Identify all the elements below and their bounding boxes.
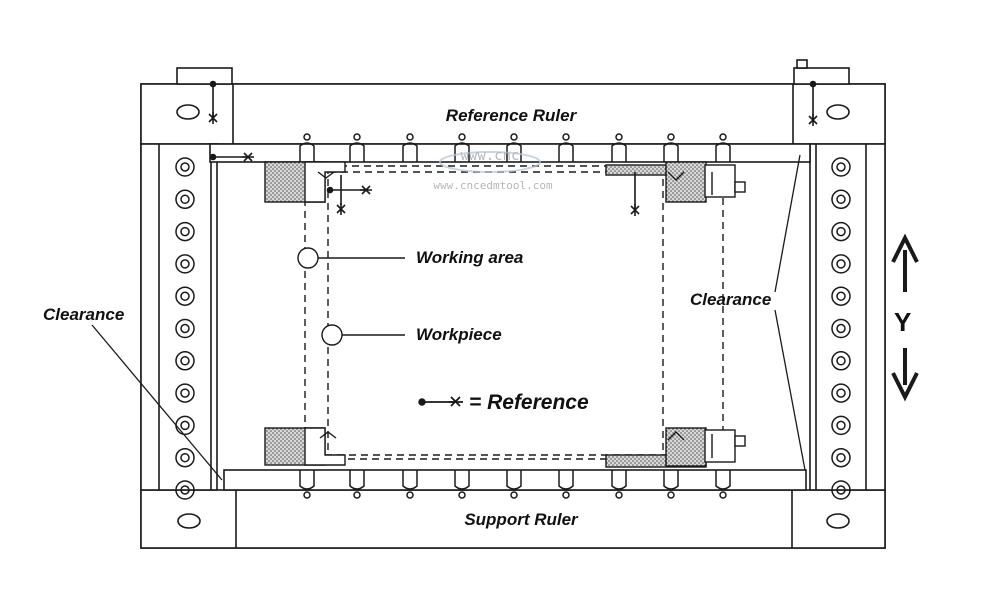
clamp-bottom-left xyxy=(264,427,346,466)
rail-hole xyxy=(175,447,195,468)
ruler-hook xyxy=(299,133,315,162)
watermark-logo: www.cnc xyxy=(460,148,519,164)
right-rail-holes xyxy=(831,157,851,500)
reference-marker-left-side xyxy=(209,152,254,162)
rail-hole xyxy=(831,415,851,436)
top-hooks xyxy=(299,133,731,162)
ruler-hook xyxy=(715,133,731,162)
reference-ruler-label: Reference Ruler xyxy=(446,106,578,125)
ruler-hook xyxy=(663,470,679,499)
ruler-hook xyxy=(402,470,418,499)
working-area-pointer xyxy=(297,247,319,269)
clearance-right-leader-top xyxy=(774,154,801,293)
ruler-hook xyxy=(506,133,522,162)
watermark-url: www.cncedmtool.com xyxy=(433,179,553,192)
clearance-left-leader xyxy=(91,324,223,481)
rail-hole xyxy=(831,480,851,500)
rail-hole xyxy=(175,221,195,242)
rail-hole xyxy=(831,157,851,177)
rail-hole xyxy=(831,318,851,339)
working-area-label: Working area xyxy=(416,248,523,267)
rail-hole xyxy=(831,351,851,371)
ruler-hook xyxy=(506,470,522,499)
rail-hole xyxy=(175,286,195,306)
reference-legend-symbol xyxy=(418,396,463,407)
support-ruler xyxy=(140,489,886,549)
reference-legend-label: = Reference xyxy=(469,391,589,414)
workpiece-pointer xyxy=(321,324,343,346)
ruler-hook xyxy=(402,133,418,162)
ruler-hook xyxy=(611,133,627,162)
ruler-hook xyxy=(349,133,365,162)
ruler-hook xyxy=(454,133,470,162)
workpiece-outline xyxy=(327,165,664,460)
rail-hole xyxy=(831,383,851,403)
reference-marker-top-left xyxy=(208,80,218,124)
ruler-hook xyxy=(349,470,365,499)
left-rail-holes xyxy=(175,157,195,500)
rail-hole xyxy=(831,221,851,242)
ruler-hook xyxy=(715,470,731,499)
reference-marker-workpiece-corner xyxy=(326,175,372,215)
rail-hole xyxy=(175,318,195,339)
ruler-hook xyxy=(558,133,574,162)
left-rail xyxy=(140,143,218,491)
y-axis-label: Y xyxy=(894,307,911,337)
clearance-right-label: Clearance xyxy=(690,290,771,309)
ruler-hook xyxy=(663,133,679,162)
working-area-outline xyxy=(304,171,724,456)
clamp-top-left xyxy=(264,161,346,203)
support-ruler-label: Support Ruler xyxy=(464,510,579,529)
watermark: www.cnc www.cncedmtool.com xyxy=(433,148,553,192)
y-axis-arrow xyxy=(891,233,919,402)
rail-hole xyxy=(175,480,195,500)
reference-marker-top-right xyxy=(808,80,818,126)
clearance-left-label: Clearance xyxy=(43,305,124,324)
ruler-hook xyxy=(299,470,315,499)
rail-hole xyxy=(831,254,851,274)
bottom-hooks xyxy=(299,470,731,499)
clamp-top-right xyxy=(605,161,746,203)
rail-hole xyxy=(175,351,195,371)
workpiece-label: Workpiece xyxy=(416,325,502,344)
reference-marker-top-right-clamp xyxy=(630,172,640,216)
clamp-bottom-right xyxy=(605,427,746,468)
rail-hole xyxy=(175,254,195,274)
clearance-right-leader-bottom xyxy=(774,309,806,471)
ruler-hook xyxy=(558,470,574,499)
rail-hole xyxy=(831,286,851,306)
ruler-hook xyxy=(611,470,627,499)
rail-hole xyxy=(175,189,195,210)
ruler-hook xyxy=(454,470,470,499)
rail-hole xyxy=(175,383,195,403)
rail-hole xyxy=(175,157,195,177)
right-rail xyxy=(809,143,886,491)
rail-hole xyxy=(831,189,851,210)
rail-hole xyxy=(831,447,851,468)
